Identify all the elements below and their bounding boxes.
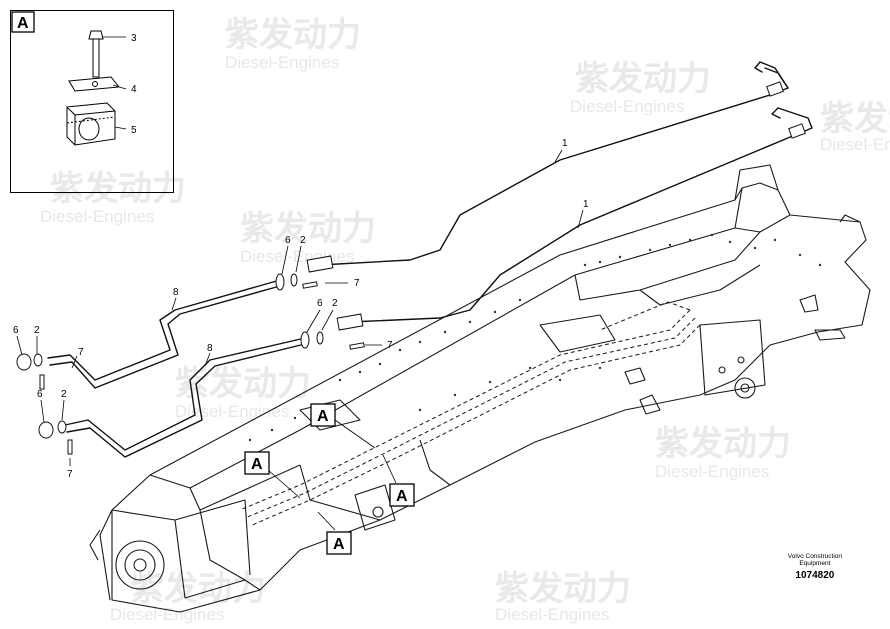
footer-company-line1: Volvo Construction — [787, 553, 842, 560]
watermark-cn: 紫发动力 — [575, 60, 711, 98]
callout-washer-c: 6 — [13, 325, 19, 336]
callout-washer-d: 6 — [37, 389, 43, 400]
watermark-cn: 紫发动力 — [820, 100, 890, 138]
callout-seal-d: 2 — [61, 389, 67, 400]
callout-pipe-upper: 1 — [562, 138, 568, 149]
callout-seal-c: 2 — [34, 325, 40, 336]
callout-seal-b: 2 — [332, 298, 338, 309]
callout-bolt-d: 7 — [67, 469, 73, 480]
watermark-en: Diesel-Engines — [655, 462, 769, 481]
footer-company-line2: Equipment — [799, 560, 831, 567]
ref-tag: A — [326, 531, 352, 555]
detail-plate — [68, 76, 120, 92]
watermark-en: Diesel-Engines — [175, 402, 289, 421]
detail-view: A 3 4 5 — [10, 10, 174, 193]
callout-hose-lower: 8 — [207, 343, 213, 354]
ref-tag-label: A — [333, 536, 345, 553]
callout-bolt-c: 7 — [78, 347, 84, 358]
drawing-footer: Volvo Construction Equipment 1074820 — [788, 553, 842, 581]
ref-tag: A — [244, 451, 270, 475]
callouts: 1 1 8 8 6 2 7 6 2 7 6 2 7 6 2 7 — [13, 138, 589, 480]
bolts — [39, 281, 365, 455]
pipes — [47, 61, 813, 458]
callout-washer-b: 6 — [317, 298, 323, 309]
frame-bolts — [248, 233, 822, 442]
watermark-cn: 紫发动力 — [240, 210, 376, 248]
detail-tag-box — [11, 11, 35, 33]
hose-8-lower — [64, 337, 306, 451]
pipe-lower — [349, 107, 813, 323]
watermark-cn: 紫发动力 — [225, 16, 361, 54]
watermark-en: Diesel-Engines — [820, 135, 890, 154]
callout-seal-a: 2 — [300, 235, 306, 246]
ref-tag-label: A — [396, 488, 408, 505]
internal-hose-routing — [239, 301, 701, 527]
watermark-cn: 紫发动力 — [50, 170, 186, 208]
detail-callout-bolt: 3 — [131, 33, 137, 44]
ref-tag-label: A — [251, 456, 263, 473]
detail-bolt — [88, 30, 104, 78]
callout-pipe-lower: 1 — [583, 199, 589, 210]
watermark-en: Diesel-Engines — [495, 605, 609, 624]
fittings — [16, 81, 806, 439]
detail-callout-clamp: 5 — [131, 125, 137, 136]
watermark-en: Diesel-Engines — [110, 605, 224, 624]
watermark-en: Diesel-Engines — [240, 247, 354, 266]
pipe-upper — [319, 61, 789, 266]
watermark-en: Diesel-Engines — [225, 53, 339, 72]
leader-lines — [16, 149, 584, 531]
hose-8-upper — [47, 279, 281, 381]
watermark-cn: 紫发动力 — [130, 570, 266, 608]
callout-bolt-b: 7 — [387, 340, 393, 351]
watermark-en: Diesel-Engines — [570, 97, 684, 116]
callout-hose-upper: 8 — [173, 287, 179, 298]
watermark: 紫发动力 Diesel-Engines — [225, 16, 361, 72]
detail-drawing: A 3 4 5 — [11, 11, 137, 146]
detail-tag-label: A — [17, 15, 29, 32]
ref-tag: A — [310, 403, 336, 427]
ref-tag-label: A — [317, 408, 329, 425]
detail-clamp — [66, 102, 116, 146]
ref-tag: A — [389, 483, 415, 507]
callout-washer-a: 6 — [285, 235, 291, 246]
watermark-cn: 紫发动力 — [495, 570, 631, 608]
detail-callout-plate: 4 — [131, 84, 137, 95]
watermark-en: Diesel-Engines — [40, 207, 154, 226]
footer-part-number: 1074820 — [795, 570, 835, 581]
watermark-cn: 紫发动力 — [655, 425, 791, 463]
callout-bolt-a: 7 — [354, 278, 360, 289]
